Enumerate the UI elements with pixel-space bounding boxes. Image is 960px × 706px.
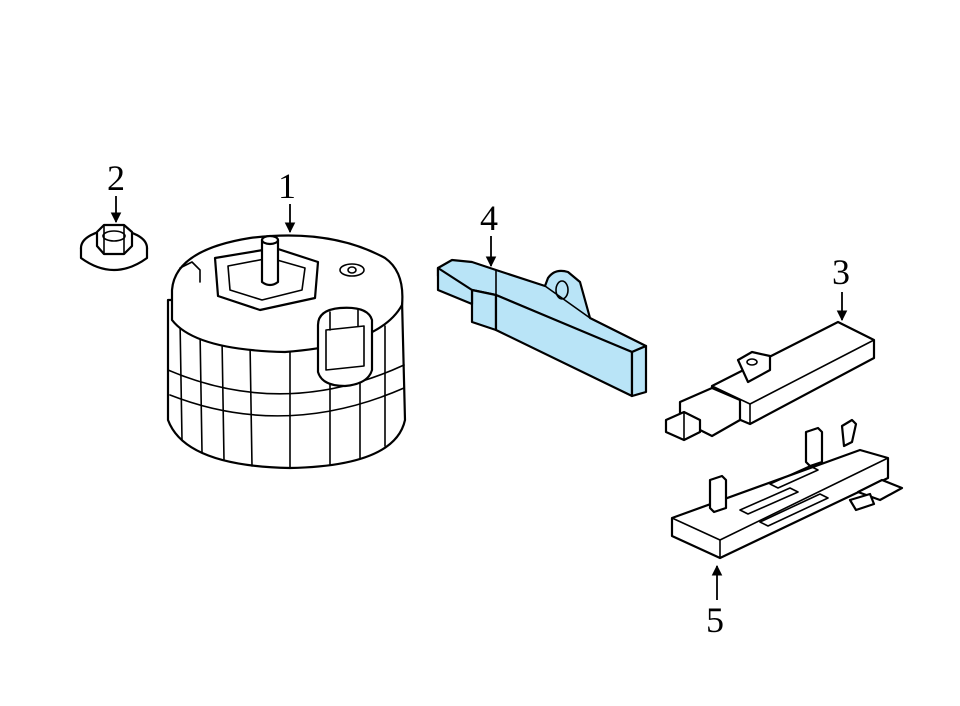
callout-4: 4	[480, 198, 498, 268]
callout-label-4: 4	[480, 198, 498, 238]
part-1-actuator[interactable]	[166, 234, 407, 470]
callout-3: 3	[832, 252, 850, 322]
callout-label-1: 1	[278, 166, 296, 206]
callout-1: 1	[278, 166, 296, 234]
callout-label-5: 5	[706, 600, 724, 640]
part-5-bracket[interactable]	[670, 418, 904, 560]
part-3-sensor[interactable]	[664, 320, 876, 442]
part-4-module[interactable]	[436, 258, 648, 398]
callout-5: 5	[706, 564, 724, 640]
callout-2: 2	[107, 158, 125, 224]
callout-label-3: 3	[832, 252, 850, 292]
callout-label-2: 2	[107, 158, 125, 198]
part-2-nut[interactable]	[79, 223, 149, 271]
